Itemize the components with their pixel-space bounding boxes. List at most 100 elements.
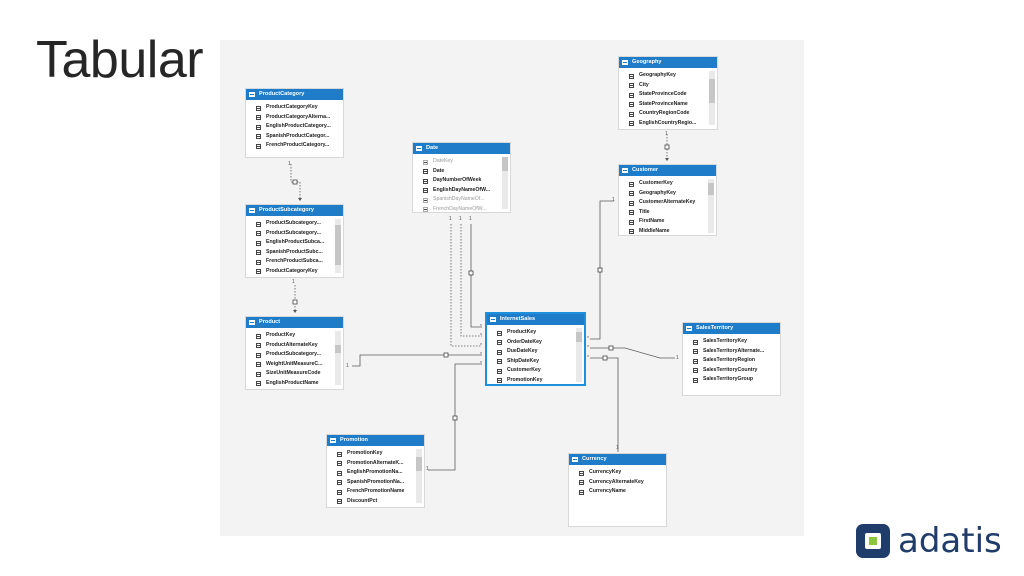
column-item[interactable]: StateProvinceName [619, 100, 717, 110]
column-item[interactable]: SalesTerritoryCountry [683, 366, 780, 376]
table-productcategory[interactable]: ProductCategory ProductCategoryKey Produ… [246, 89, 343, 157]
table-promotion[interactable]: Promotion PromotionKey PromotionAlternat… [327, 435, 424, 507]
column-item[interactable]: CustomerAlternateKey [619, 198, 716, 208]
column-item[interactable]: WeightUnitMeasureC... [246, 360, 343, 370]
column-item[interactable]: DiscountPct [327, 497, 424, 507]
column-item[interactable]: EnglishDayNameOfW... [413, 186, 510, 196]
column-item[interactable]: CurrencyAlternateKey [569, 478, 666, 488]
column-item[interactable]: ProductCategoryAlterna... [246, 113, 343, 123]
column-item[interactable]: EnglishProductCategory... [246, 122, 343, 132]
column-item[interactable]: GeographyKey [619, 189, 716, 199]
cardinality-one: 1 [459, 216, 462, 222]
column-item[interactable]: SpanishProductCategor... [246, 132, 343, 142]
column-item[interactable]: SizeUnitMeasureCode [246, 369, 343, 379]
column-item[interactable]: EnglishProductSubca... [246, 238, 343, 248]
column-icon [693, 339, 698, 345]
column-item[interactable]: GeographyKey [619, 71, 717, 81]
scrollbar[interactable] [576, 328, 582, 382]
table-header[interactable]: SalesTerritory [683, 323, 780, 334]
column-item[interactable]: FirstName [619, 217, 716, 227]
table-header[interactable]: InternetSales [487, 314, 584, 325]
cardinality-many: * [480, 361, 482, 367]
column-item[interactable]: SpanishProductSubc... [246, 248, 343, 258]
column-icon [497, 378, 502, 383]
column-item[interactable]: SalesTerritoryRegion [683, 356, 780, 366]
column-item[interactable]: CurrencyName [569, 487, 666, 497]
column-item[interactable]: ProductCategoryKey [246, 267, 343, 277]
scrollbar[interactable] [335, 219, 341, 273]
scrollbar[interactable] [502, 157, 508, 209]
scrollbar[interactable] [416, 449, 422, 503]
column-item[interactable]: SalesTerritoryKey [683, 337, 780, 347]
column-item[interactable]: SalesTerritoryGroup [683, 375, 780, 385]
scrollbar-thumb[interactable] [708, 183, 714, 195]
column-item[interactable]: DateKey [413, 157, 510, 167]
column-item[interactable]: ProductSubcategory... [246, 229, 343, 239]
scrollbar[interactable] [709, 71, 715, 125]
column-item[interactable]: ProductSubcategory... [246, 219, 343, 229]
table-header[interactable]: Date [413, 143, 510, 154]
column-item[interactable]: FrenchProductCategory... [246, 141, 343, 151]
column-item[interactable]: FrenchPromotionName [327, 487, 424, 497]
cardinality-one: 1 [288, 161, 291, 167]
table-productsubcategory[interactable]: ProductSubcategory ProductSubcategory...… [246, 205, 343, 277]
column-item[interactable]: PromotionAlternateK... [327, 459, 424, 469]
column-item[interactable]: CustomerKey [487, 366, 584, 376]
column-item[interactable]: SpanishDayNameOf... [413, 195, 510, 205]
column-icon [497, 368, 502, 374]
table-header[interactable]: Promotion [327, 435, 424, 446]
column-item[interactable]: FrenchDayNameOfW... [413, 205, 510, 215]
column-icon [256, 333, 261, 339]
column-item[interactable]: ShipDateKey [487, 357, 584, 367]
table-header[interactable]: ProductCategory [246, 89, 343, 100]
column-item[interactable]: MiddleName [619, 227, 716, 237]
column-item[interactable]: ProductSubcategory... [246, 350, 343, 360]
table-icon [622, 167, 628, 173]
table-product[interactable]: Product ProductKey ProductAlternateKey P… [246, 317, 343, 389]
column-item[interactable]: ProductCategoryKey [246, 103, 343, 113]
column-item[interactable]: ProductKey [487, 328, 584, 338]
column-item[interactable]: SpanishPromotionNa... [327, 478, 424, 488]
column-icon [337, 499, 342, 504]
column-item[interactable]: CountryRegionCode [619, 109, 717, 119]
column-item[interactable]: OrderDateKey [487, 338, 584, 348]
table-geography[interactable]: Geography GeographyKey City StateProvinc… [619, 57, 717, 129]
column-item[interactable]: Date [413, 167, 510, 177]
column-item[interactable]: StateProvinceCode [619, 90, 717, 100]
table-name: Currency [582, 456, 607, 462]
table-internetsales[interactable]: InternetSales ProductKey OrderDateKey Du… [487, 314, 584, 384]
table-header[interactable]: Customer [619, 165, 716, 176]
column-item[interactable]: PromotionKey [327, 449, 424, 459]
column-item[interactable]: Title [619, 208, 716, 218]
scrollbar-thumb[interactable] [502, 157, 508, 171]
column-item[interactable]: EnglishProductName [246, 379, 343, 389]
column-item[interactable]: FrenchProductSubca... [246, 257, 343, 267]
scrollbar-thumb[interactable] [576, 332, 582, 342]
table-currency[interactable]: Currency CurrencyKey CurrencyAlternateKe… [569, 454, 666, 526]
column-item[interactable]: EnglishPromotionNa... [327, 468, 424, 478]
table-customer[interactable]: Customer CustomerKey GeographyKey Custom… [619, 165, 716, 235]
scrollbar[interactable] [708, 179, 714, 233]
table-salesterritory[interactable]: SalesTerritory SalesTerritoryKey SalesTe… [683, 323, 780, 395]
column-item[interactable]: ProductKey [246, 331, 343, 341]
table-header[interactable]: ProductSubcategory [246, 205, 343, 216]
scrollbar-thumb[interactable] [335, 345, 341, 353]
scrollbar-thumb[interactable] [335, 225, 341, 265]
column-item[interactable]: CurrencyKey [569, 468, 666, 478]
table-date[interactable]: Date DateKey Date DayNumberOfWeek Englis… [413, 143, 510, 212]
column-item[interactable]: EnglishCountryRegio... [619, 119, 717, 129]
table-header[interactable]: Product [246, 317, 343, 328]
scrollbar-thumb[interactable] [709, 79, 715, 103]
scrollbar-thumb[interactable] [416, 457, 422, 471]
column-item[interactable]: City [619, 81, 717, 91]
column-item[interactable]: PromotionKey [487, 376, 584, 386]
column-item[interactable]: SalesTerritoryAlternate... [683, 347, 780, 357]
scrollbar[interactable] [335, 331, 341, 385]
column-item[interactable]: DayNumberOfWeek [413, 176, 510, 186]
column-item[interactable]: ProductAlternateKey [246, 341, 343, 351]
table-header[interactable]: Geography [619, 57, 717, 68]
column-icon [337, 480, 342, 485]
column-item[interactable]: CustomerKey [619, 179, 716, 189]
table-header[interactable]: Currency [569, 454, 666, 465]
column-item[interactable]: DueDateKey [487, 347, 584, 357]
